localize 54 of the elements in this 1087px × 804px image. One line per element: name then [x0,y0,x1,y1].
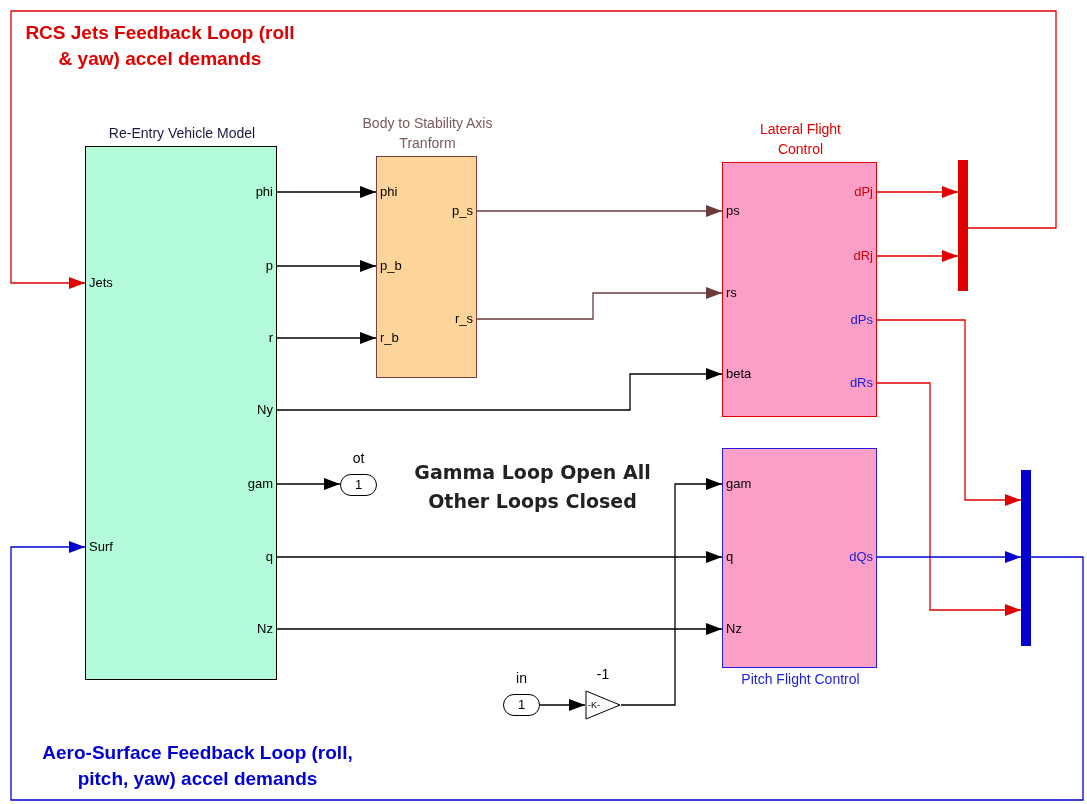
signal-line [476,287,723,320]
port-label: dPj [854,183,876,200]
signal-line [620,478,723,706]
port-label: gam [723,475,752,492]
gain-value: -1 [595,666,611,682]
signal-line [876,382,1022,616]
block-title: Re-Entry Vehicle Model [107,124,257,143]
port-label: dQs [849,548,876,565]
port-label: p_s [452,202,476,219]
port-label: r_b [377,329,399,346]
port-label: q [265,548,276,565]
port-label: Surf [86,538,113,555]
port-label: dPs [850,311,876,328]
port-label: r_s [454,310,476,327]
port-name: in [515,670,528,686]
signal-line [276,260,377,272]
signal-line [276,368,723,411]
port-label: p_b [377,257,402,274]
block-title: Body to Stability Axis Tranform [361,114,494,153]
port-name: ot [351,450,366,466]
block-title: Pitch Flight Control [740,670,861,689]
port-label: p [265,257,276,274]
signal-line [476,205,723,217]
gain-triangle: -K- [585,690,621,720]
annotation-text: Gamma Loop Open All Other Loops Closed [413,460,652,514]
port-label: dRj [853,247,876,264]
signal-line [539,699,586,711]
port-label: q [723,548,734,565]
port-label: Nz [723,620,742,637]
port-label: dRs [849,374,876,391]
port-label: Ny [257,401,276,418]
signal-line [276,551,723,563]
port-label: Jets [86,274,113,291]
signal-line [10,541,1084,801]
port-label: beta [723,365,752,382]
signal-line [10,10,1057,289]
port-label: phi [377,183,398,200]
signal-line [876,319,1022,506]
signal-line [276,186,377,198]
mux-bar [1021,470,1031,646]
port-label: rs [723,284,737,301]
block-title: Lateral Flight Control [759,120,842,159]
signal-line [276,332,377,344]
port-label: gam [247,475,276,492]
signal-line [276,478,341,490]
port-label: phi [255,183,276,200]
signal-line [876,551,1022,563]
port-label: r [268,329,276,346]
mux-bar [958,160,968,291]
port-label: ps [723,202,740,219]
signal-line [276,623,723,635]
signal-line [876,186,959,198]
signal-line [876,250,959,262]
port-label: Nz [257,620,276,637]
